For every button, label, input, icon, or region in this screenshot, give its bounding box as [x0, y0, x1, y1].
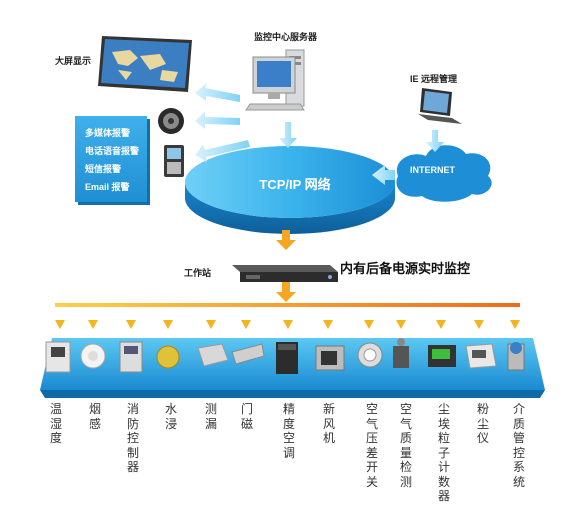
alarm-multimedia: 多媒体报警: [85, 128, 131, 138]
network-label: TCP/IP 网络: [259, 177, 331, 192]
alarm-voice: 电话语音报警: [85, 146, 140, 156]
device-label-air-quality: 空气质量检测: [399, 402, 412, 489]
distribution-bar: [55, 303, 520, 307]
device-label-door-magnet: 门磁: [240, 402, 253, 431]
device-label-fresh-air: 新风机: [322, 402, 335, 445]
device-label-dust-meter: 粉尘仪: [476, 402, 489, 445]
big-screen-display: [98, 36, 192, 92]
device-label-smoke: 烟感: [88, 402, 101, 431]
device-icons: [45, 338, 525, 374]
orange-arrows: [276, 230, 296, 302]
device-label-precision-ac: 精度空调: [282, 402, 295, 460]
ie-remote-label: IE 远程管理: [410, 74, 458, 84]
device-label-fire-controller: 消防控制器: [126, 402, 139, 474]
internet-cloud: [396, 145, 492, 202]
device-arrows: [55, 320, 520, 329]
internet-label: INTERNET: [410, 165, 455, 175]
page-title: 内有后备电源实时监控: [340, 261, 471, 276]
connection-arrows: [195, 83, 444, 185]
server-computer: [245, 49, 305, 111]
device-label-particle-counter: 尘埃粒子计数器: [437, 402, 450, 503]
device-label-leak-detect: 测漏: [204, 402, 217, 431]
alarm-panel: 多媒体报警 电话语音报警 短信报警 Email 报警: [75, 116, 147, 202]
big-screen-label: 大屏显示: [55, 56, 92, 66]
alarm-email: Email 报警: [85, 182, 130, 192]
server-label: 监控中心服务器: [254, 32, 318, 42]
alarm-sms: 短信报警: [85, 164, 122, 174]
laptop-icon: [418, 88, 462, 124]
speaker-icon: [158, 108, 184, 134]
device-label-pressure-switch: 空气压差开关: [365, 402, 378, 489]
device-label-temp-humidity: 温湿度: [49, 402, 62, 445]
workstation-rack: [232, 265, 338, 282]
network-platform: [185, 146, 395, 234]
device-label-media-control: 介质管控系统: [512, 402, 525, 489]
phone-icon: [164, 145, 184, 177]
workstation-label: 工作站: [184, 268, 212, 278]
device-label-water-leak: 水浸: [164, 402, 177, 431]
